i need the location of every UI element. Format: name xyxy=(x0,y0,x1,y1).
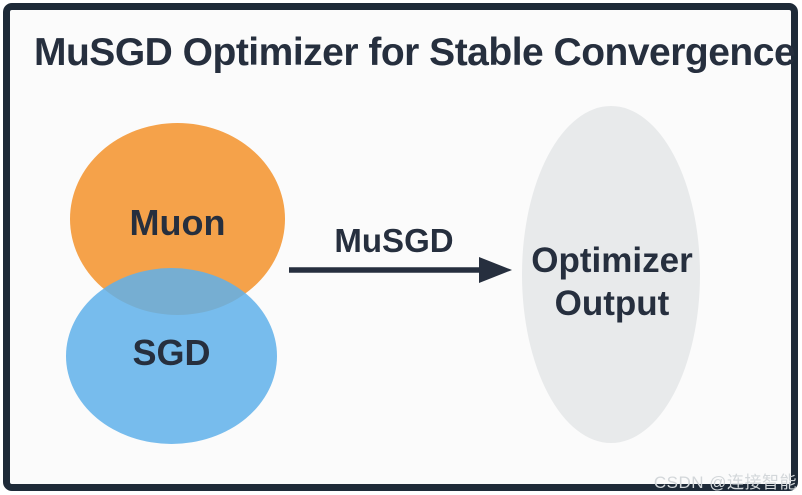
arrow-icon xyxy=(289,257,512,283)
output-label-line2: Output xyxy=(554,283,670,323)
watermark-text: CSDN @连接智能 xyxy=(653,473,797,492)
diagram-title: MuSGD Optimizer for Stable Convergence xyxy=(34,31,796,74)
output-label-line1: Optimizer xyxy=(531,241,693,280)
output-node-label: Optimizer Output xyxy=(512,240,712,325)
output-node-ellipse xyxy=(522,106,700,443)
muon-node-label: Muon xyxy=(129,202,226,243)
sgd-node-ellipse xyxy=(66,268,277,444)
arrow-label: MuSGD xyxy=(334,222,454,259)
sgd-node-label: SGD xyxy=(132,332,211,373)
